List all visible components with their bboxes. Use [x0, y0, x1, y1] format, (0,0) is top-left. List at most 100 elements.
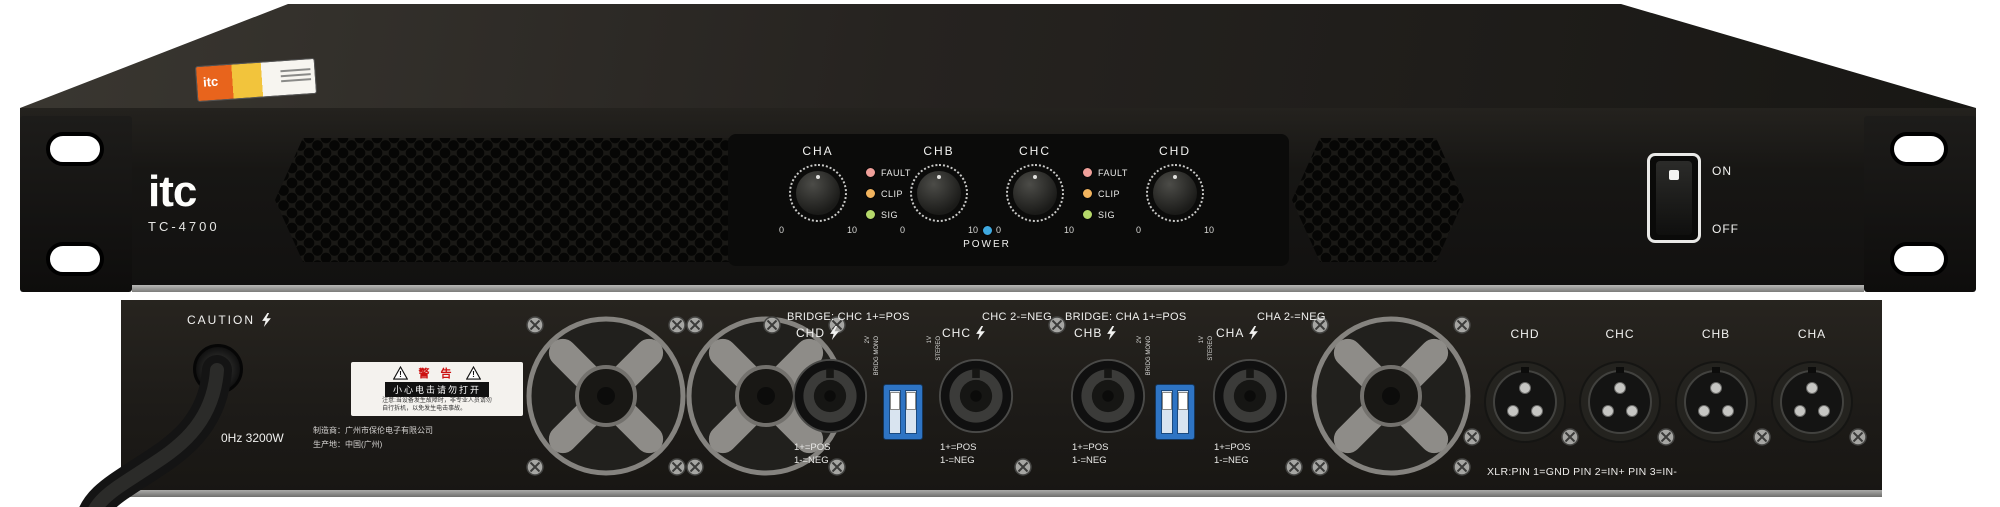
fault-led-label: FAULT: [1098, 167, 1128, 178]
xlr-input-cha: [1770, 360, 1854, 444]
warning-title: 警 告: [418, 368, 456, 380]
speakon-connector-chd: [792, 358, 868, 434]
gain-knob-unit-chb: CHB 0 10: [891, 144, 987, 235]
pos-label: 1+=POS: [1072, 442, 1109, 453]
speakon-channel-label: CHB: [1074, 326, 1116, 340]
power-switch[interactable]: [1647, 153, 1701, 243]
xlr-input-chd: [1483, 360, 1567, 444]
dip-label-2v: 2V: [1137, 336, 1143, 344]
xlr-input-chb: [1674, 360, 1758, 444]
sticker-barcode: [276, 59, 316, 96]
sticker-logo-text: itc: [202, 73, 219, 90]
dip-label-1v: 1V: [1199, 336, 1205, 344]
scale-min: 0: [900, 225, 906, 235]
xlr-input-chc: [1578, 360, 1662, 444]
dip-slot[interactable]: [1161, 390, 1173, 434]
fault-led: [865, 167, 876, 178]
power-led: [981, 225, 993, 236]
fault-led: [1082, 167, 1093, 178]
rear-panel: CAUTION 0Hz 3200W 制造商：广州市保伦电子有限公司 生产地：中国…: [79, 300, 1882, 507]
dip-slot[interactable]: [889, 390, 901, 434]
power-label: POWER: [963, 239, 1011, 250]
rear-bottom-edge: [121, 490, 1882, 497]
dip-label-stereo: STEREO: [935, 336, 942, 361]
gain-knob[interactable]: [917, 171, 961, 215]
lightning-bolt-icon: [976, 326, 985, 340]
scale-min: 0: [779, 225, 785, 235]
warning-triangle-icon: [393, 366, 408, 380]
knob-tick-ring: [910, 164, 968, 222]
pos-label: 1+=POS: [1214, 442, 1251, 453]
mode-dip-switch[interactable]: [1155, 384, 1195, 440]
led-cluster-cd: FAULT CLIP SIG: [1082, 162, 1154, 225]
pos-label: 1+=POS: [940, 442, 977, 453]
screw: [763, 316, 781, 334]
speakon-channel-label: CHD: [796, 326, 839, 340]
speakon-channel-label: CHA: [1216, 326, 1258, 340]
speakon-connector-chc: [938, 358, 1014, 434]
cooling-fan: [526, 316, 686, 476]
dip-label-2v: 2V: [865, 336, 871, 344]
dip-labels: 2V BRIDG MONO: [865, 336, 880, 375]
speakon-channel-label: CHC: [942, 326, 985, 340]
cooling-fan: [1311, 316, 1471, 476]
dip-slot[interactable]: [905, 390, 917, 434]
scale-max: 10: [967, 225, 978, 235]
rack-ear-left: [20, 116, 132, 292]
power-cable: [79, 355, 232, 507]
speakon-connector-cha: [1212, 358, 1288, 434]
switch-off-label: OFF: [1712, 222, 1739, 236]
channel-label: CHB: [1074, 326, 1103, 340]
dip-labels: 1V STEREO: [1199, 336, 1214, 361]
power-switch-rocker[interactable]: [1656, 161, 1692, 235]
screw: [1014, 458, 1032, 476]
rack-mount-hole: [1890, 242, 1948, 276]
power-indicator: POWER: [937, 225, 1037, 250]
screw: [1285, 458, 1303, 476]
scale-max: 10: [846, 225, 857, 235]
xlr-channel-label: CHC: [1605, 327, 1635, 341]
scale-min: 0: [996, 225, 1002, 235]
channel-label: CHC: [1019, 144, 1051, 158]
brand-block: itc TC-4700: [148, 167, 220, 235]
channel-label: CHD: [796, 326, 825, 340]
knob-tick-ring: [789, 164, 847, 222]
warning-sticker: 警 告 小心电击请勿打开 注意:当设备发生故障时，非专业人员请勿 自行拆机，以免…: [351, 362, 523, 416]
caution-label: CAUTION: [187, 313, 255, 327]
clip-led: [865, 188, 876, 199]
scale-min: 0: [1136, 225, 1142, 235]
gain-knob[interactable]: [1153, 171, 1197, 215]
mode-dip-switch[interactable]: [883, 384, 923, 440]
power-rating-text: 0Hz 3200W: [221, 431, 284, 445]
screw: [1048, 316, 1066, 334]
front-bottom-edge: [132, 285, 1864, 292]
gain-knob[interactable]: [796, 171, 840, 215]
gain-knob[interactable]: [1013, 171, 1057, 215]
xlr-channel-label: CHB: [1701, 327, 1731, 341]
manufacturer-line2: 生产地：中国(广州): [313, 439, 383, 449]
fault-led-label: FAULT: [881, 167, 911, 178]
signal-led: [865, 209, 876, 220]
screw: [1849, 428, 1867, 446]
channel-label: CHB: [923, 144, 955, 158]
speakon-connector-chb: [1070, 358, 1146, 434]
switch-on-label: ON: [1712, 164, 1732, 178]
bridge-label: BRIDGE: CHA 1+=POS: [1065, 311, 1187, 323]
lightning-bolt-icon: [1107, 326, 1116, 340]
dip-slot[interactable]: [1177, 390, 1189, 434]
dip-labels: 2V BRIDG MONO: [1137, 336, 1152, 375]
signal-led-label: SIG: [881, 209, 899, 220]
led-cluster-ab: FAULT CLIP SIG: [865, 162, 937, 225]
lightning-bolt-icon: [1249, 326, 1258, 340]
dip-label-1v: 1V: [927, 336, 933, 344]
bridge-label: CHC 2-=NEG: [982, 311, 1052, 323]
channel-label: CHD: [1159, 144, 1191, 158]
brand-logo: itc: [148, 167, 197, 216]
caution-block: CAUTION: [187, 313, 271, 327]
knob-tick-ring: [1146, 164, 1204, 222]
channel-label: CHC: [942, 326, 971, 340]
rack-mount-hole: [46, 242, 104, 276]
dip-label-stereo: STEREO: [1207, 336, 1214, 361]
